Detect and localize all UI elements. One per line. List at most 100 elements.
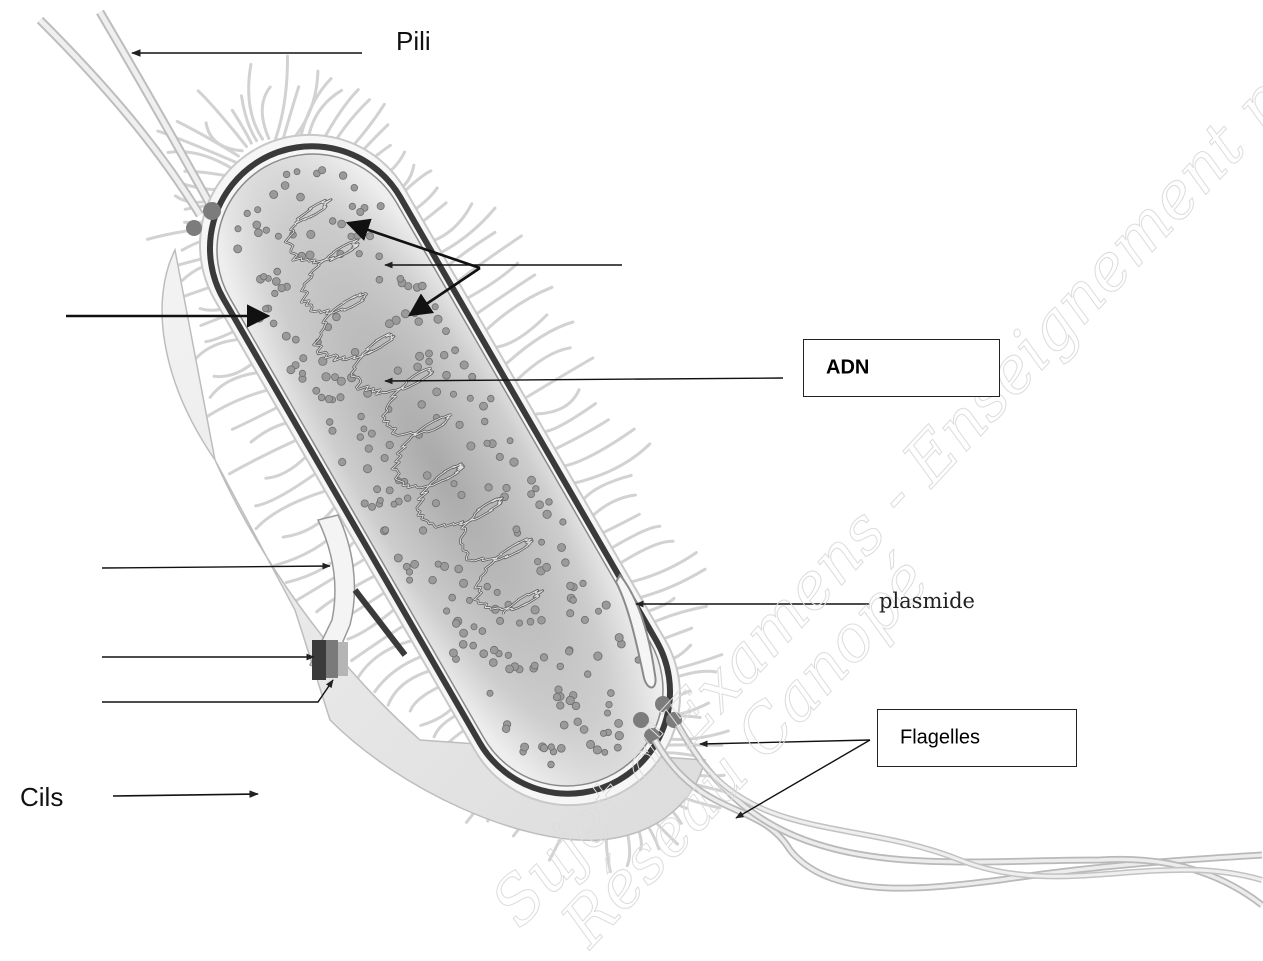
- ribosome: [381, 454, 388, 461]
- label-box-adn: ADN: [803, 339, 1000, 397]
- ribosome: [480, 402, 488, 410]
- ribosome: [562, 559, 570, 567]
- ribosome: [540, 654, 547, 661]
- ribosome: [567, 582, 575, 590]
- cilium: [598, 514, 639, 535]
- ribosome: [411, 560, 419, 568]
- ribosome: [555, 686, 562, 693]
- ribosome: [528, 476, 536, 484]
- ribosome: [418, 401, 426, 409]
- label-plasmide: plasmide: [879, 589, 975, 613]
- ribosome: [521, 743, 529, 751]
- ribosome: [377, 497, 383, 503]
- ribosome: [497, 617, 504, 624]
- ribosome: [394, 367, 401, 374]
- ribosome: [449, 649, 457, 657]
- ribosome: [455, 565, 463, 573]
- cilium: [537, 390, 579, 414]
- ribosome: [443, 608, 449, 614]
- cilium: [574, 444, 650, 483]
- cilium: [229, 440, 297, 474]
- ribosome: [394, 554, 402, 562]
- ribosome: [615, 719, 623, 727]
- ribosome: [469, 373, 476, 380]
- ribosome: [292, 336, 299, 343]
- ribosome: [433, 388, 441, 396]
- ribosome: [480, 650, 488, 658]
- ribosome: [449, 594, 456, 601]
- ribosome: [261, 274, 267, 280]
- ribosome: [432, 304, 438, 310]
- ribosome: [339, 458, 346, 465]
- cilium: [496, 315, 547, 347]
- ribosome: [337, 377, 345, 385]
- cilium: [251, 422, 289, 442]
- ribosome: [263, 306, 269, 312]
- ribosome: [272, 278, 280, 286]
- ribosome: [415, 318, 423, 326]
- ribosome: [391, 501, 397, 507]
- ribosome: [325, 395, 332, 402]
- cilium: [356, 640, 417, 683]
- ribosome: [602, 749, 608, 755]
- ribosome: [560, 721, 568, 729]
- ribosome: [338, 220, 346, 228]
- ribosome: [407, 577, 413, 583]
- ribosome: [615, 634, 623, 642]
- ribosome: [270, 191, 278, 199]
- cilium: [256, 492, 324, 529]
- ribosome: [539, 539, 545, 545]
- ribosome: [358, 413, 365, 420]
- label-adn: ADN: [826, 357, 869, 380]
- cilium: [547, 404, 596, 432]
- cilium: [291, 71, 318, 142]
- ribosome: [274, 268, 281, 275]
- ribosome: [376, 253, 383, 260]
- ribosome: [361, 426, 367, 432]
- ribosome: [557, 744, 565, 752]
- ribosome: [281, 182, 289, 190]
- ribosome: [460, 579, 468, 587]
- ribosome: [255, 207, 261, 213]
- ribosome: [484, 440, 490, 446]
- label-flagelles: Flagelles: [900, 727, 980, 750]
- ribosome: [484, 583, 491, 590]
- ribosome: [490, 646, 498, 654]
- ribosome: [339, 172, 347, 180]
- ribosome: [386, 487, 393, 494]
- cilium: [262, 87, 270, 138]
- ribosome: [471, 624, 477, 630]
- ribosome: [357, 208, 364, 215]
- capsule-leader-line: [102, 566, 330, 568]
- ribosome: [386, 441, 393, 448]
- ribosome: [513, 526, 520, 533]
- cilium: [507, 322, 574, 364]
- ribosome: [366, 233, 373, 240]
- cilium: [485, 287, 552, 331]
- ribosome: [459, 640, 467, 648]
- ribosome: [506, 665, 514, 673]
- ribosome: [337, 394, 344, 401]
- cilium: [197, 388, 275, 423]
- ribosome: [401, 310, 409, 318]
- ribosome: [460, 361, 468, 369]
- ribosome: [306, 251, 314, 259]
- ribosome: [604, 710, 610, 716]
- ribosome: [581, 616, 588, 623]
- ribosome: [536, 501, 544, 509]
- ribosome: [429, 576, 437, 584]
- ribosome: [574, 718, 582, 726]
- ribosome: [329, 427, 336, 434]
- ribosome: [567, 610, 574, 617]
- label-box-flagelles: Flagelles: [877, 709, 1077, 767]
- ribosome: [593, 746, 601, 754]
- ribosome: [606, 701, 612, 707]
- ribosome: [329, 218, 336, 225]
- ribosome: [538, 617, 546, 625]
- ribosome: [287, 366, 295, 374]
- ribosome: [299, 370, 305, 376]
- ribosome: [466, 597, 472, 603]
- ribosome: [543, 563, 551, 571]
- ribosome: [594, 652, 602, 660]
